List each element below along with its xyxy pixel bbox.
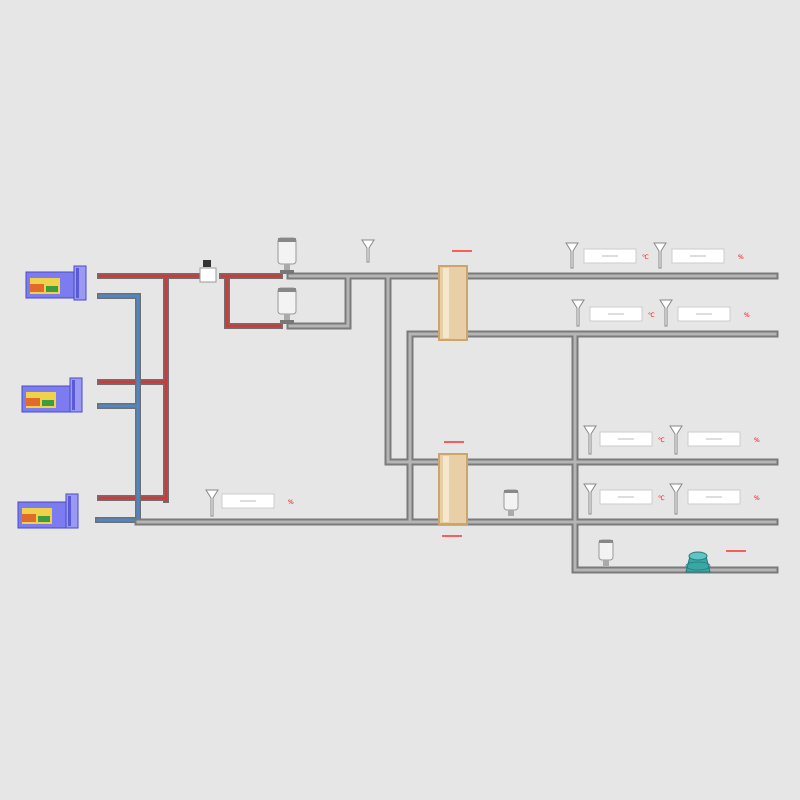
storage-tank-bottom[interactable]: [438, 453, 468, 525]
cooling-tower[interactable]: [685, 551, 711, 573]
boiler-1[interactable]: [25, 265, 87, 301]
pump-bottom-mid[interactable]: [503, 489, 519, 516]
sensor-icons: [205, 239, 683, 517]
percent-unit-label: %: [288, 499, 294, 506]
caption-placeholder-marks: [442, 250, 746, 552]
pump-top[interactable]: [277, 237, 297, 274]
sensor-icon: [205, 489, 219, 517]
hot-supply-pipes: [97, 273, 283, 503]
boiler-3[interactable]: [17, 493, 79, 529]
sensor-icon: [565, 242, 579, 269]
unit-labels: ℃ % ℃ % ℃ % ℃ % %: [288, 254, 760, 506]
readout-boxes: [221, 248, 741, 509]
sensor-icon: [583, 483, 597, 515]
percent-unit-label: %: [754, 495, 760, 502]
temp-unit-label: ℃: [658, 437, 665, 444]
pump-bottom-right[interactable]: [598, 539, 614, 566]
sensor-icon: [571, 299, 585, 327]
readout-placeholder-marks: [240, 255, 722, 502]
sensor-icon: [361, 239, 375, 263]
cold-return-pipes: [95, 293, 141, 523]
sensor-icon: [583, 425, 597, 455]
boiler-2[interactable]: [21, 377, 83, 413]
percent-unit-label: %: [738, 254, 744, 261]
flow-controller[interactable]: [199, 260, 217, 283]
temp-unit-label: ℃: [648, 312, 655, 319]
percent-unit-label: %: [754, 437, 760, 444]
pump-lower[interactable]: [277, 287, 297, 324]
sensor-icon: [669, 483, 683, 515]
percent-unit-label: %: [744, 312, 750, 319]
sensor-icon: [659, 299, 673, 327]
sensor-icon: [669, 425, 683, 455]
storage-tank-top[interactable]: [438, 265, 468, 341]
temp-unit-label: ℃: [642, 254, 649, 261]
sensor-icon: [653, 242, 667, 269]
temp-unit-label: ℃: [658, 495, 665, 502]
